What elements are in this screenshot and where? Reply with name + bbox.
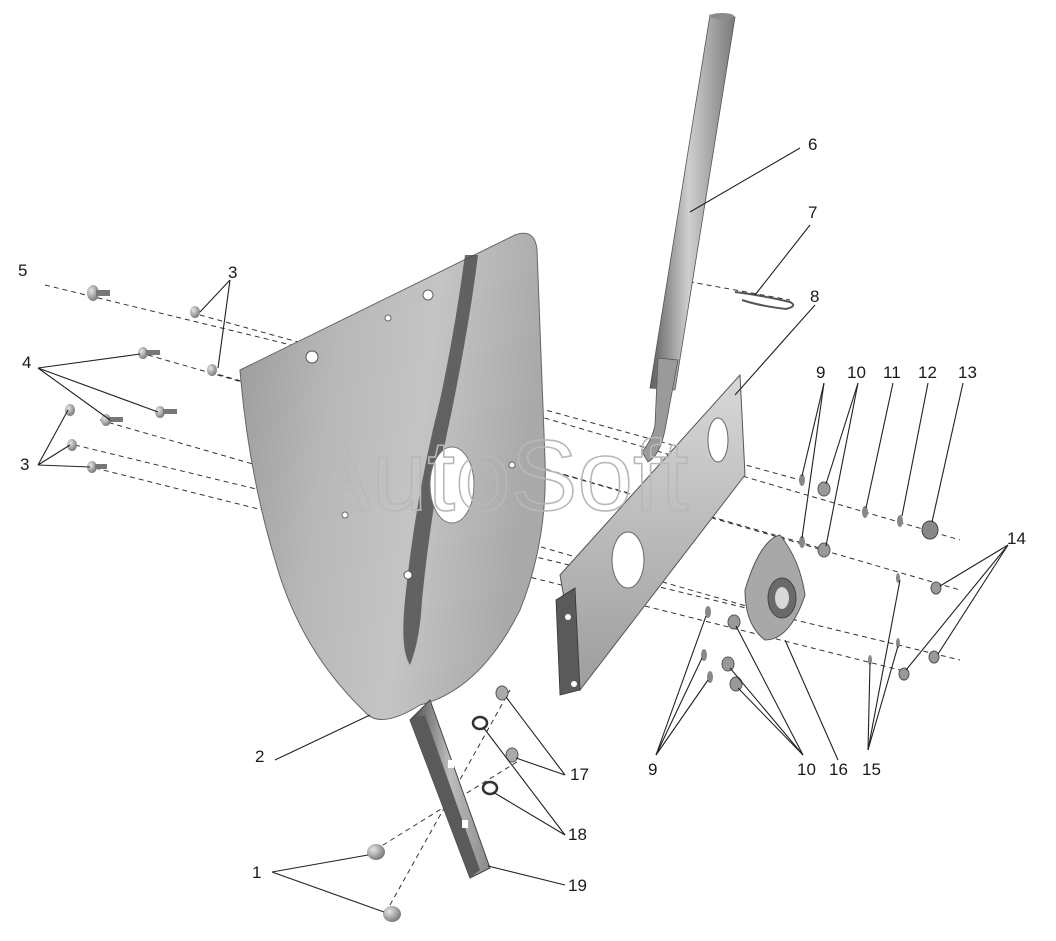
callout-15: 15 <box>862 760 881 779</box>
callout-7: 7 <box>808 203 817 222</box>
callout-6: 6 <box>808 135 817 154</box>
callout-1: 1 <box>252 863 261 882</box>
callout-17: 17 <box>570 765 589 784</box>
callout-8: 8 <box>810 287 819 306</box>
clip-part <box>734 291 795 311</box>
callout-2: 2 <box>255 747 264 766</box>
callout-16: 16 <box>829 760 848 779</box>
callout-18: 18 <box>568 825 587 844</box>
beam-part <box>555 373 746 696</box>
bearing-housing-part <box>744 534 806 641</box>
callout-11: 11 <box>883 363 901 382</box>
fasteners <box>65 285 942 922</box>
callout-9-bottom: 9 <box>648 760 657 779</box>
watermark-text: AutoSoft <box>305 420 689 532</box>
panel-part <box>239 232 546 721</box>
callout-9-top: 9 <box>816 363 825 382</box>
callout-3-left: 3 <box>20 455 29 474</box>
callout-labels: 2 3 5 4 3 6 7 8 9 10 11 12 13 14 9 10 16… <box>18 135 1026 895</box>
leader-lines <box>37 147 1009 913</box>
tube-part <box>641 13 736 463</box>
callout-10-top: 10 <box>847 363 866 382</box>
callout-19: 19 <box>568 876 587 895</box>
callout-12: 12 <box>918 363 937 382</box>
angle-strip-part <box>409 699 491 879</box>
callout-3-top: 3 <box>228 263 237 282</box>
callout-10-bottom: 10 <box>797 760 816 779</box>
callout-5: 5 <box>18 261 27 280</box>
callout-14: 14 <box>1007 529 1026 548</box>
callout-13: 13 <box>958 363 977 382</box>
callout-4: 4 <box>22 353 31 372</box>
